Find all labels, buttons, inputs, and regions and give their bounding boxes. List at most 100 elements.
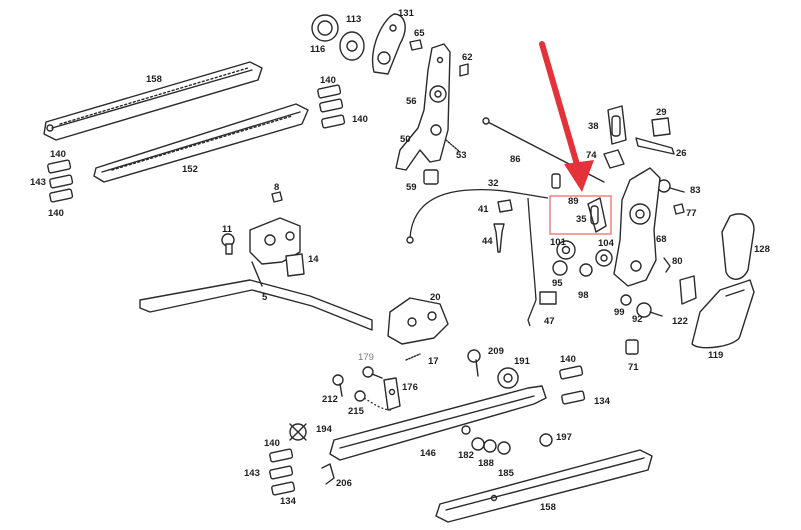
label-182: 182 [458,450,474,461]
label-191: 191 [514,356,531,367]
bracket-20 [387,297,449,345]
clip-41 [497,199,513,213]
highlight-box [549,195,612,235]
knob-191 [497,367,519,389]
label-62: 62 [462,52,473,63]
slide-blocks-left [47,84,346,203]
label-215: 215 [348,406,365,417]
label-212: 212 [322,394,338,405]
rail-158-bottom [435,449,653,523]
label-134: 134 [594,396,611,407]
bracket-14 [249,217,305,277]
washer-215 [354,390,366,402]
label-99: 99 [614,307,625,318]
label-20: 20 [430,292,441,303]
label-56: 56 [406,96,417,107]
label-11: 11 [222,224,233,235]
block-59 [423,169,439,185]
part-80 [663,257,671,273]
label-38: 38 [588,121,599,132]
label-146: 146 [420,448,436,459]
label-41: 41 [478,204,489,215]
clip-47 [527,291,557,327]
bracket-176 [363,377,401,411]
recliner-bracket-68 [613,167,661,287]
label-206: 206 [336,478,352,489]
label-158-top: 158 [146,74,162,85]
pin-89 [551,173,561,189]
label-71: 71 [628,362,639,373]
label-77: 77 [686,208,697,219]
label-86: 86 [510,154,521,165]
label-188: 188 [478,458,494,469]
lever-35 [587,197,607,233]
label-89: 89 [568,196,579,207]
label-143: 143 [30,177,46,188]
label-8: 8 [274,182,279,193]
cover-128 [721,213,755,280]
label-65: 65 [414,28,425,39]
label-140: 140 [264,438,280,449]
slide-blocks-right [559,365,586,405]
washer-98 [579,263,593,277]
label-119: 119 [708,350,723,361]
cable-32 [406,188,549,301]
washer-95 [552,260,568,276]
spring-53 [445,139,461,153]
label-140: 140 [50,149,66,160]
label-131: 131 [398,8,415,19]
part-labels: 158 140 140 152 140 143 140 116 113 131 … [30,8,770,513]
nut-99 [620,294,632,306]
lever-26 [635,137,675,155]
screw-44 [493,223,505,253]
bolt-209 [467,349,481,377]
label-143: 143 [244,468,260,479]
label-134: 134 [280,496,297,507]
label-122: 122 [672,316,688,327]
label-140: 140 [352,114,368,125]
clip-71 [625,339,639,355]
label-35: 35 [576,214,587,225]
label-116: 116 [310,44,325,55]
label-152: 152 [182,164,198,175]
label-80: 80 [672,256,683,267]
label-158-bottom: 158 [540,502,556,513]
label-185: 185 [498,468,515,479]
bolt-212 [332,374,344,397]
label-140: 140 [560,354,576,365]
label-53: 53 [456,150,467,161]
clip-206 [321,463,335,485]
recliner-bracket-50 [395,43,451,171]
label-26: 26 [676,148,687,159]
part-194 [289,423,307,441]
label-74: 74 [586,150,597,161]
bolt-92 [636,302,663,318]
crossbar-5 [139,261,373,331]
label-92: 92 [632,314,643,325]
label-209: 209 [488,346,504,357]
label-197: 197 [556,432,572,443]
label-140: 140 [48,208,64,219]
part-74 [603,149,625,169]
label-32: 32 [488,178,499,189]
label-83: 83 [690,185,701,196]
bolt-83 [657,179,685,193]
label-98: 98 [578,290,589,301]
label-47: 47 [544,316,555,327]
label-140: 140 [320,75,336,86]
rail-146 [329,385,547,461]
small-part-77 [673,203,685,215]
washer-101 [556,240,576,260]
label-59: 59 [406,182,417,193]
bolt-179 [362,366,383,379]
label-14: 14 [308,254,319,265]
rail-158-top [43,61,263,141]
washers-182-188-185 [471,437,511,455]
label-179: 179 [358,352,374,363]
cover-131 [372,13,406,75]
nut-104 [595,249,613,267]
label-5: 5 [262,292,268,303]
label-113: 113 [346,14,361,25]
bolt-197 [539,433,553,447]
label-50: 50 [400,134,411,145]
